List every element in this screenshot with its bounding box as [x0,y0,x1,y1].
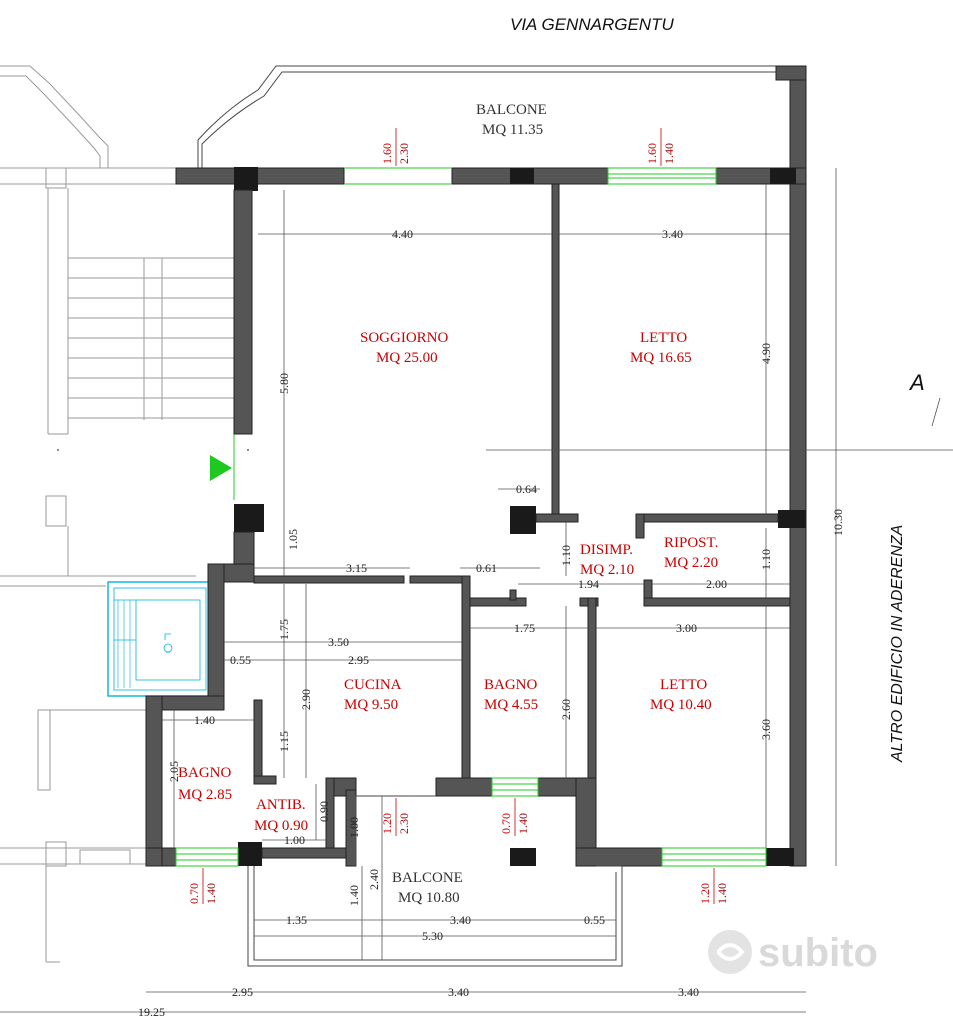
disimp-area: MQ 2.10 [580,562,634,578]
dim-300: 3.00 [676,621,697,635]
antib-area: MQ 0.90 [254,818,308,834]
dim-315: 3.15 [346,561,367,575]
dim-194: 1.94 [578,577,599,591]
dim-340d: 3.40 [678,985,699,999]
soggiorno-name: SOGGIORNO [360,330,449,346]
dim-360: 3.60 [759,719,773,740]
dim-530: 5.30 [422,929,443,943]
west-walls [145,189,264,867]
entrance-arrow-icon [210,455,232,481]
dim-340b: 3.40 [450,913,471,927]
dim-064: 0.64 [516,482,537,496]
dim-350: 3.50 [328,635,349,649]
dim-240: 2.40 [367,869,381,890]
lift-icon [107,581,213,697]
dim-1030: 10.30 [831,509,845,536]
bagno1-name: BAGNO [484,677,538,693]
subito-logo-icon [708,930,752,974]
watermark-text: subito [758,931,878,975]
svg-text:1.40: 1.40 [204,883,218,904]
balcone-s-name: BALCONE [392,870,463,886]
bagno1-area: MQ 4.55 [484,697,538,713]
svg-text:0.70: 0.70 [187,883,201,904]
adjacent-building-note: ALTRO EDIFICIO IN ADERENZA [889,525,906,763]
window-labels: 1.60 2.30 1.60 1.40 1.20 2.30 0.70 1.40 … [187,128,729,904]
dim-105: 1.05 [286,529,300,550]
north-wall [175,167,807,191]
cucina-area: MQ 9.50 [344,697,398,713]
svg-text:2.30: 2.30 [397,813,411,834]
svg-text:1.60: 1.60 [645,143,659,164]
letto1-name: LETTO [640,330,687,346]
dimension-lines [0,168,953,1013]
dim-295b: 2.95 [232,985,253,999]
dim-340c: 3.40 [448,985,469,999]
letto2-area: MQ 10.40 [650,697,712,713]
dim-100a: 1.00 [284,833,305,847]
balcone-s-area: MQ 10.80 [398,890,460,906]
balcone-n-area: MQ 11.35 [482,122,543,138]
dim-295a: 2.95 [348,653,369,667]
adjacent-stairwell [0,65,249,963]
dim-580: 5.80 [277,373,291,394]
soggiorno-area: MQ 25.00 [376,350,438,366]
svg-text:2.30: 2.30 [397,143,411,164]
dim-090: 0.90 [317,801,331,822]
disimp-name: DISIMP. [580,542,633,558]
svg-text:1.40: 1.40 [662,143,676,164]
balcone-n-name: BALCONE [476,102,547,118]
dim-175b: 1.75 [277,619,291,640]
dim-055b: 0.55 [584,913,605,927]
dim-061: 0.61 [476,561,497,575]
dim-140b: 1.40 [347,885,361,906]
dim-205: 2.05 [167,761,181,782]
dim-055a: 0.55 [230,653,251,667]
bagno2-area: MQ 2.85 [178,787,232,803]
svg-text:1.20: 1.20 [380,813,394,834]
letto2-name: LETTO [660,677,707,693]
dim-290: 2.90 [299,689,313,710]
street-name: VIA GENNARGENTU [510,15,674,34]
cucina-name: CUCINA [344,677,402,693]
svg-text:1.40: 1.40 [715,883,729,904]
dim-135: 1.35 [286,913,307,927]
svg-text:1.20: 1.20 [698,883,712,904]
bagno2-name: BAGNO [178,765,232,781]
svg-text:1.40: 1.40 [516,813,530,834]
dim-110b: 1.10 [759,549,773,570]
south-balcony [247,795,623,967]
dim-440: 4.40 [392,227,413,241]
dim-175a: 1.75 [514,621,535,635]
letto1-area: MQ 16.65 [630,350,692,366]
dim-260: 2.60 [559,699,573,720]
ripost-area: MQ 2.20 [664,555,718,571]
ripost-name: RIPOST. [664,535,718,551]
dim-490: 4.90 [759,343,773,364]
dim-140a: 1.40 [194,713,215,727]
south-windows [175,777,767,867]
section-mark: A [908,370,925,395]
dim-115: 1.15 [277,731,291,752]
antib-name: ANTIB. [256,797,306,813]
dim-110a: 1.10 [559,545,573,566]
dim-200: 2.00 [706,577,727,591]
dim-1925: 19.25 [138,1005,165,1019]
dim-340a: 3.40 [662,227,683,241]
svg-text:1.60: 1.60 [380,143,394,164]
svg-text:0.70: 0.70 [499,813,513,834]
dim-100b: 1.00 [347,817,361,838]
